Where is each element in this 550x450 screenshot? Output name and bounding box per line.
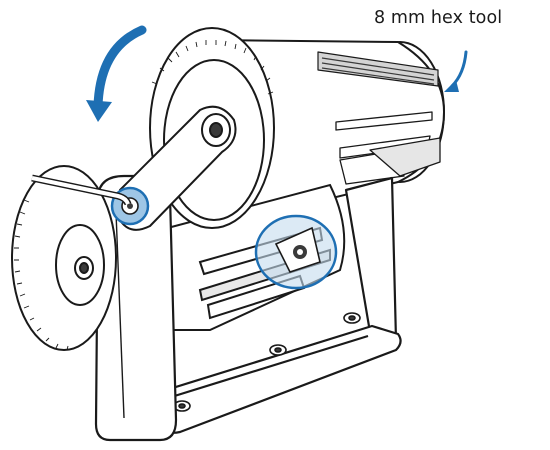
tilt-arm — [119, 105, 237, 231]
pan-scale-ticks — [151, 40, 274, 95]
curved-rotation-arrow-icon — [86, 25, 147, 122]
body-slots — [335, 111, 441, 185]
lock-knob-highlight — [254, 214, 338, 290]
vent-grille — [317, 51, 439, 87]
curved-pointer-arrow-icon — [444, 50, 468, 92]
hex-key-icon — [31, 174, 132, 206]
hex-tool-label: 8 mm hex tool — [374, 8, 503, 28]
tilt-scale-dial — [11, 165, 117, 351]
base-bolts — [173, 312, 361, 412]
tilt-scale-ticks — [14, 199, 69, 351]
yoke-base — [148, 324, 402, 434]
